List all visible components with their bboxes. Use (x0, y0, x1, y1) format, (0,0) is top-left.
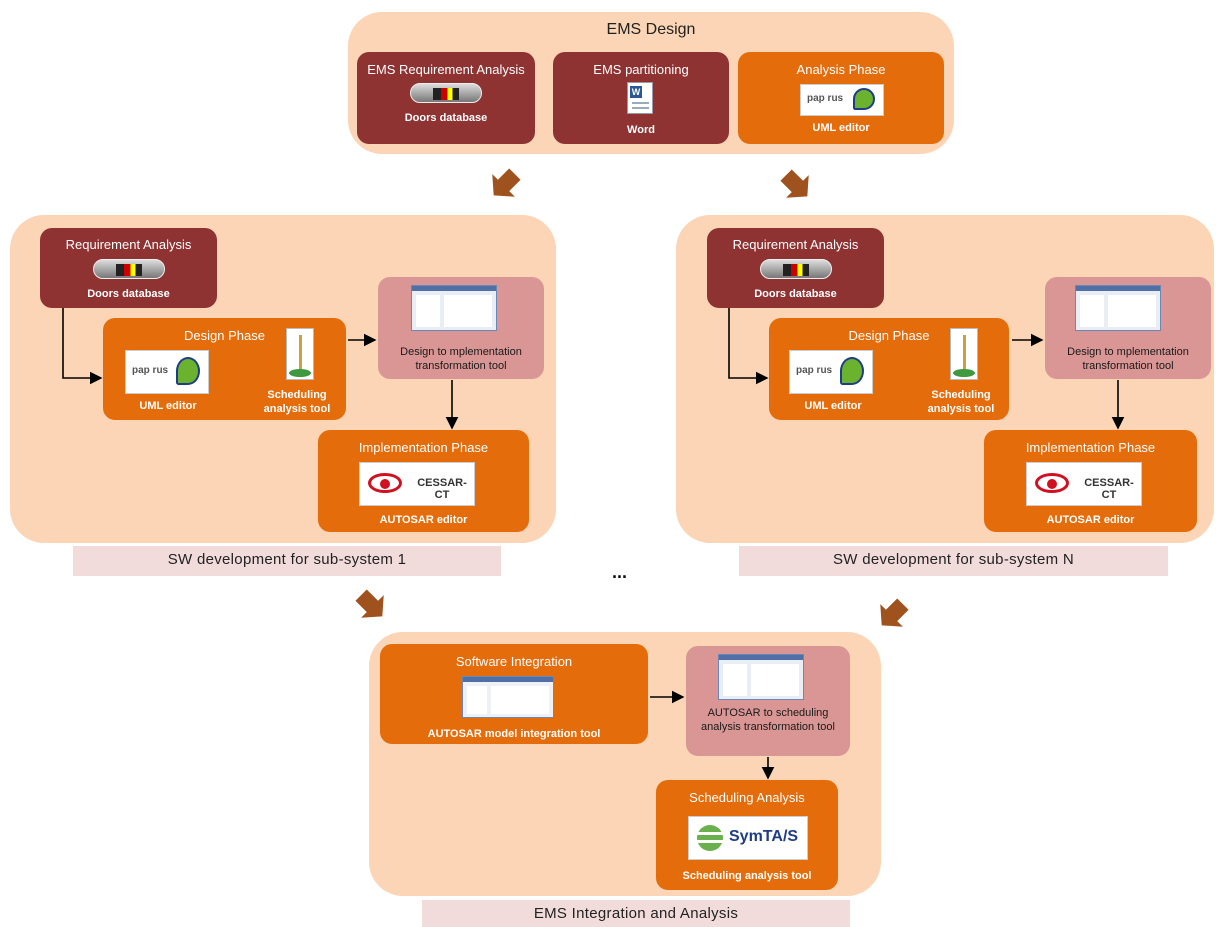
sub1-requirement-analysis-box: Requirement Analysis Doors database (40, 228, 217, 308)
ellipsis-text: ... (612, 562, 628, 582)
symtas-logo-icon: SymTA/S (688, 816, 808, 860)
sub1-scheduling-analysis-label: Scheduling analysis tool (263, 389, 331, 415)
papyrus-logo-text: pap rus (807, 93, 844, 104)
word-document-icon: W (627, 82, 653, 114)
flow-arrow-sub1-to-integration (355, 589, 384, 618)
papyrus-logo-icon: pap rus (800, 84, 884, 116)
doors-database-label: Doors database (404, 112, 488, 124)
subn-implementation-phase-title: Implementation Phase (1025, 440, 1156, 455)
papyrus-logo-icon: pap rus (789, 350, 873, 394)
scheduling-analysis-box: Scheduling Analysis SymTA/S Scheduling a… (656, 780, 838, 890)
integration-tool-screenshot-icon (462, 676, 554, 718)
subn-uml-editor-label: UML editor (804, 400, 862, 412)
sub1-implementation-phase-box: Implementation Phase CESSAR-CT AUTOSAR e… (318, 430, 529, 532)
analysis-phase-box: Analysis Phase pap rus UML editor (738, 52, 944, 144)
scheduling-tool-icon (950, 328, 978, 380)
software-integration-title: Software Integration (455, 654, 573, 669)
sub-system-n-caption: SW development for sub-system N (739, 546, 1168, 576)
sub1-implementation-phase-title: Implementation Phase (358, 440, 489, 455)
scheduling-analysis-title: Scheduling Analysis (689, 790, 805, 805)
subn-transformation-tool-label: Design to mplementation transformation t… (1067, 346, 1189, 372)
sub1-transformation-tool-label: Design to mplementation transformation t… (400, 346, 522, 372)
scheduling-analysis-tool-label: Scheduling analysis tool (682, 870, 812, 882)
sub1-requirement-analysis-title: Requirement Analysis (65, 237, 192, 252)
cessar-ct-logo-icon: CESSAR-CT (1026, 462, 1142, 506)
ems-partitioning-title: EMS partitioning (593, 62, 689, 77)
ems-partitioning-box: EMS partitioning W Word (553, 52, 729, 144)
doors-database-icon (93, 259, 165, 279)
ems-requirement-analysis-title: EMS Requirement Analysis (367, 62, 525, 77)
sub1-design-phase-title: Design Phase (184, 328, 265, 343)
ems-requirement-analysis-box: EMS Requirement Analysis Doors database (357, 52, 535, 144)
tool-screenshot-icon (1075, 285, 1161, 331)
subn-doors-database-label: Doors database (754, 288, 837, 300)
sub1-design-phase-box: Design Phase pap rus UML editor Scheduli… (103, 318, 346, 420)
ems-design-title: EMS Design (606, 21, 696, 38)
flow-arrow-design-to-subn (780, 169, 809, 198)
sub1-uml-editor-label: UML editor (139, 400, 197, 412)
subn-design-phase-title: Design Phase (848, 328, 930, 343)
cessar-ct-logo-text: CESSAR-CT (1084, 477, 1134, 501)
autosar-transformation-tool-label: AUTOSAR to scheduling analysis transform… (701, 707, 835, 733)
subn-implementation-phase-box: Implementation Phase CESSAR-CT AUTOSAR e… (984, 430, 1197, 532)
doors-database-icon (760, 259, 832, 279)
word-label: Word (627, 124, 655, 136)
software-integration-box: Software Integration AUTOSAR model integ… (380, 644, 648, 744)
autosar-transformation-tool-box: AUTOSAR to scheduling analysis transform… (686, 646, 850, 756)
flow-arrow-design-to-sub1 (492, 168, 521, 197)
subn-design-phase-box: Design Phase pap rus UML editor Scheduli… (769, 318, 1009, 420)
uml-editor-label: UML editor (812, 122, 870, 134)
subn-transformation-tool-box: Design to mplementation transformation t… (1045, 277, 1211, 379)
doors-database-icon (410, 83, 482, 103)
subn-autosar-editor-label: AUTOSAR editor (1046, 514, 1135, 526)
ems-integration-caption: EMS Integration and Analysis (422, 900, 850, 927)
sub1-transformation-tool-box: Design to mplementation transformation t… (378, 277, 544, 379)
subn-requirement-analysis-box: Requirement Analysis Doors database (707, 228, 884, 308)
papyrus-logo-text: pap rus (796, 365, 833, 376)
autosar-model-integration-tool-label: AUTOSAR model integration tool (427, 728, 601, 740)
sub1-autosar-editor-label: AUTOSAR editor (379, 514, 468, 526)
flow-arrow-subn-to-integration (880, 598, 909, 627)
analysis-phase-title: Analysis Phase (796, 62, 886, 77)
cessar-ct-logo-icon: CESSAR-CT (359, 462, 475, 506)
subn-scheduling-analysis-label: Scheduling analysis tool (927, 389, 995, 415)
sub-system-1-caption: SW development for sub-system 1 (73, 546, 501, 576)
symtas-logo-text: SymTA/S (729, 828, 799, 845)
cessar-ct-logo-text: CESSAR-CT (417, 477, 467, 501)
papyrus-logo-text: pap rus (132, 365, 169, 376)
subn-requirement-analysis-title: Requirement Analysis (732, 237, 859, 252)
scheduling-tool-icon (286, 328, 314, 380)
tool-screenshot-icon (718, 654, 804, 700)
sub1-doors-database-label: Doors database (87, 288, 170, 300)
papyrus-logo-icon: pap rus (125, 350, 209, 394)
tool-screenshot-icon (411, 285, 497, 331)
